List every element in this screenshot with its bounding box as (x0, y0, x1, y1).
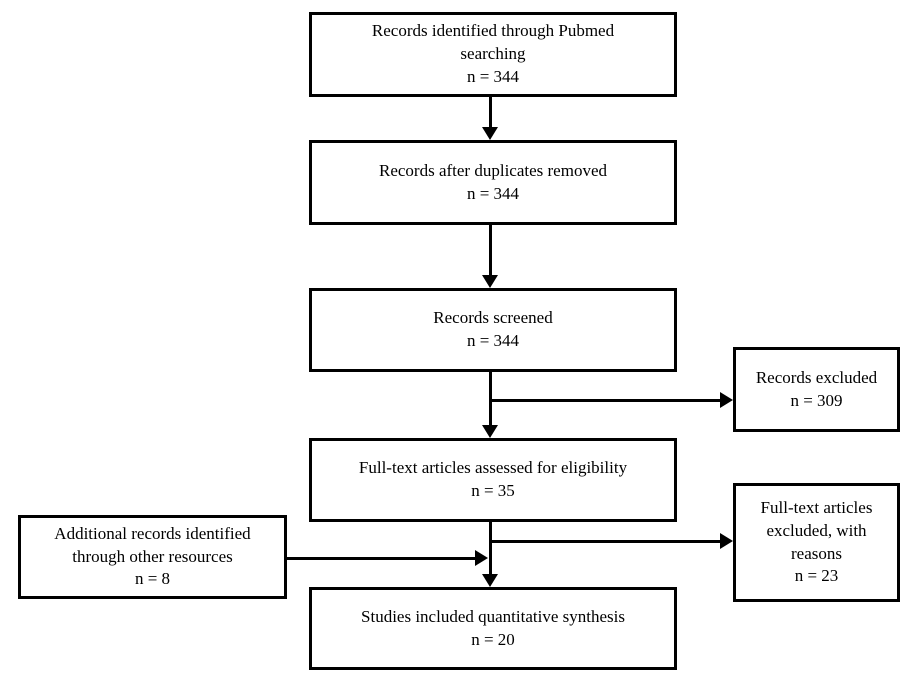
node-studies-included-line1: Studies included quantitative synthesis (361, 606, 625, 626)
node-records-after-duplicates: Records after duplicates removed n = 344 (309, 140, 677, 225)
node-fulltext-assessed: Full-text articles assessed for eligibil… (309, 438, 677, 522)
connector-screened-to-fulltext (489, 372, 492, 425)
node-fulltext-excluded-line2: excluded, with (766, 520, 867, 540)
connector-fulltext-to-included (489, 522, 492, 574)
arrowhead-into-fulltext (482, 425, 498, 438)
node-records-excluded: Records excluded n = 309 (733, 347, 900, 432)
node-additional-records-count: n = 8 (134, 569, 171, 589)
node-studies-included: Studies included quantitative synthesis … (309, 587, 677, 670)
connector-additional-to-spine (287, 557, 476, 560)
connector-identified-to-duplicates (489, 97, 492, 127)
arrowhead-into-screened (482, 275, 498, 288)
node-additional-records: Additional records identified through ot… (18, 515, 287, 599)
node-records-excluded-count: n = 309 (790, 390, 843, 410)
node-records-after-duplicates-line1: Records after duplicates removed (379, 160, 607, 180)
node-additional-records-line2: through other resources (72, 546, 233, 566)
node-records-identified-count: n = 344 (466, 66, 520, 86)
connector-fulltext-to-fulltext-excluded (489, 540, 721, 543)
node-records-identified: Records identified through Pubmed search… (309, 12, 677, 97)
node-records-excluded-line1: Records excluded (755, 367, 878, 387)
arrowhead-into-records-excluded (720, 392, 733, 408)
node-records-screened-count: n = 344 (466, 331, 520, 350)
arrowhead-into-included (482, 574, 498, 587)
node-fulltext-excluded-line3: reasons (791, 543, 842, 563)
node-records-identified-line1: Records identified through Pubmed (371, 21, 615, 41)
node-records-screened: Records screened n = 344 (309, 288, 677, 372)
node-fulltext-assessed-count: n = 35 (471, 481, 515, 500)
arrowhead-into-spine (475, 550, 488, 566)
node-records-screened-line1: Records screened (433, 308, 553, 328)
node-fulltext-excluded-count: n = 23 (794, 566, 839, 586)
node-additional-records-line1: Additional records identified (54, 523, 251, 543)
node-fulltext-assessed-line1: Full-text articles assessed for eligibil… (358, 458, 628, 478)
node-records-identified-line2: searching (460, 44, 526, 64)
connector-screened-to-records-excluded (489, 399, 721, 402)
node-studies-included-count: n = 20 (471, 629, 515, 649)
arrowhead-into-fulltext-excluded (720, 533, 733, 549)
node-fulltext-excluded: Full-text articles excluded, with reason… (733, 483, 900, 602)
arrowhead-into-duplicates (482, 127, 498, 140)
node-fulltext-excluded-line1: Full-text articles (760, 497, 873, 517)
node-records-after-duplicates-count: n = 344 (466, 183, 520, 203)
connector-duplicates-to-screened (489, 225, 492, 275)
